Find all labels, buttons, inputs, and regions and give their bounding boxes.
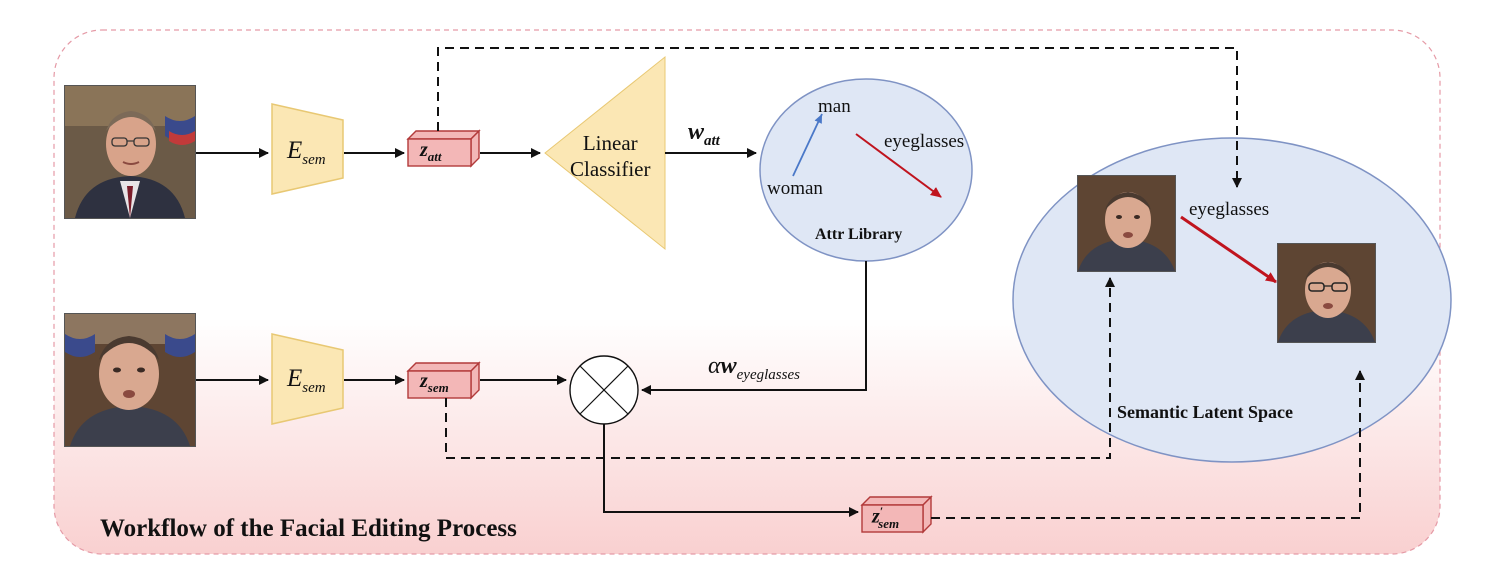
latent-eyeglasses-label: eyeglasses — [1189, 199, 1270, 220]
z-att-label: zatt — [420, 139, 442, 164]
dashed-arrow-zatt-latent-space — [437, 47, 1242, 188]
dashed-arrow-zsemprime-latent-space — [931, 370, 1365, 519]
latent-face-edited — [1277, 243, 1376, 343]
z-sem-prime-box — [860, 495, 933, 534]
attr-woman-label: woman — [767, 178, 823, 199]
z-sem-label: zsem — [420, 370, 449, 395]
alpha-w-eyeglasses-label: αweyeglasses — [708, 353, 800, 383]
encoder-top-shape — [271, 103, 344, 195]
input-face-photo-bottom — [64, 313, 196, 447]
multiply-operator — [569, 355, 639, 425]
attr-library-title: Attr Library — [815, 226, 903, 243]
z-sem-prime-label: z′sem — [872, 504, 900, 531]
input-face-photo-top — [64, 85, 196, 219]
arrow-multiply-zsemprime — [603, 424, 859, 517]
linear-classifier-label: Linear Classifier — [570, 131, 651, 182]
semantic-latent-space-title: Semantic Latent Space — [1117, 402, 1293, 422]
attr-man-label: man — [818, 96, 851, 117]
encoder-top-label: Esem — [287, 137, 326, 168]
z-sem-box — [406, 361, 481, 400]
z-att-box — [406, 129, 481, 168]
attr-eyeglasses-label: eyeglasses — [884, 131, 965, 152]
w-att-label: watt — [688, 119, 720, 149]
diagram-title: Workflow of the Facial Editing Process — [100, 515, 517, 542]
encoder-bottom-shape — [271, 333, 344, 425]
latent-face-original — [1077, 175, 1176, 272]
eyeglasses-edit-vector — [1180, 215, 1277, 284]
encoder-bottom-label: Esem — [287, 365, 326, 396]
arrow-library-multiply — [641, 261, 867, 395]
dashed-arrow-zsem-latent-space — [445, 277, 1115, 459]
woman-man-vector — [792, 113, 823, 177]
eyeglasses-vector-small — [855, 133, 942, 198]
